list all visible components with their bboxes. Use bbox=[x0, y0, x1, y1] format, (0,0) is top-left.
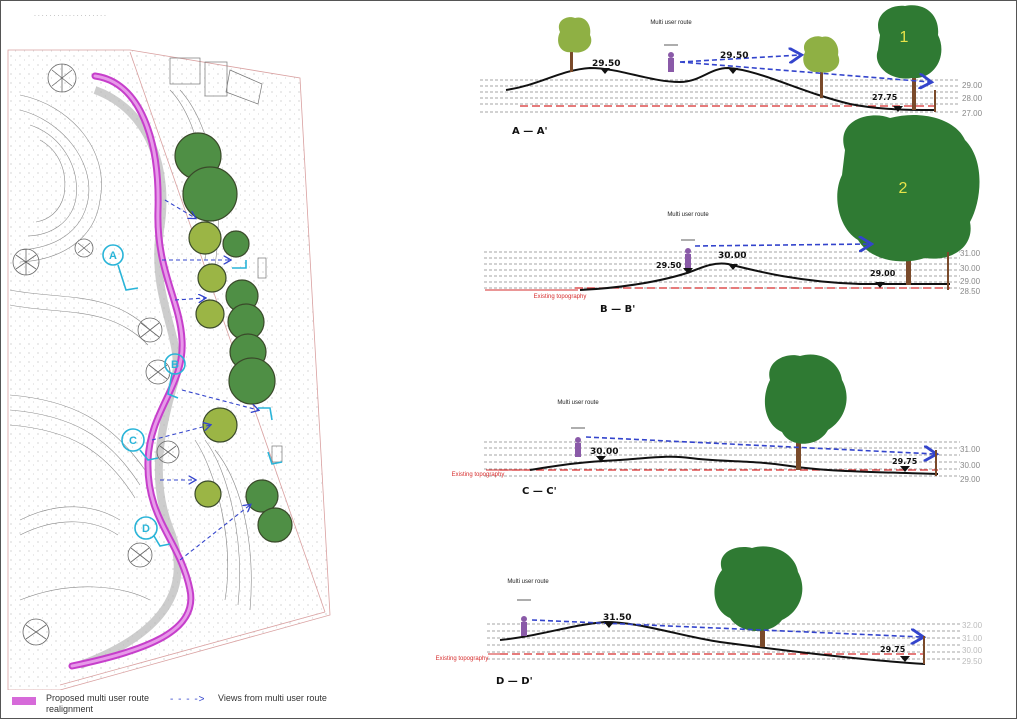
section-c-level-3: 29.00 bbox=[960, 475, 981, 484]
section-b-spot-3: 29.00 bbox=[870, 269, 896, 278]
section-c bbox=[484, 354, 960, 477]
section-d bbox=[487, 546, 960, 665]
marker-c: C bbox=[129, 435, 137, 447]
section-a-spot-2: 29.50 bbox=[720, 51, 748, 61]
site-plan-map: . . . . . . . . . . . . . . . . . . . bbox=[7, 11, 331, 690]
legend-arrow-icon: - - - -> bbox=[170, 694, 206, 705]
section-b-spot-1: 29.50 bbox=[656, 261, 682, 270]
section-b-topo-label: Existing topography bbox=[534, 294, 587, 300]
section-a-level-1: 29.00 bbox=[962, 81, 983, 90]
section-c-route-label: Multi user route bbox=[557, 400, 599, 406]
section-d-level-2: 31.00 bbox=[962, 634, 983, 643]
route-swatch bbox=[12, 697, 36, 705]
view-arrows bbox=[151, 199, 258, 561]
section-markers bbox=[102, 244, 283, 547]
section-b-route-label: Multi user route bbox=[667, 212, 709, 218]
section-a-level-2: 28.00 bbox=[962, 94, 983, 103]
section-d-spot-1: 31.50 bbox=[603, 613, 631, 623]
section-b-level-4: 28.50 bbox=[960, 287, 981, 296]
section-b bbox=[484, 114, 980, 291]
legend-route-label: Proposed multi user route realignment bbox=[46, 693, 150, 714]
section-d-topo-label: Existing topography bbox=[436, 656, 489, 662]
marker-a: A bbox=[109, 250, 117, 262]
section-b-level-2: 30.00 bbox=[960, 264, 981, 273]
section-d-route-label: Multi user route bbox=[507, 579, 549, 585]
section-b-tree-number: 2 bbox=[899, 180, 908, 197]
section-c-spot-2: 29.75 bbox=[892, 457, 918, 466]
section-d-level-1: 32.00 bbox=[962, 621, 983, 630]
section-a bbox=[480, 5, 960, 113]
section-b-level-3: 29.00 bbox=[960, 277, 981, 286]
section-marker-labels: A B C D bbox=[109, 250, 179, 535]
section-a-spot-3: 27.75 bbox=[872, 93, 898, 102]
section-d-spot-2: 29.75 bbox=[880, 645, 906, 654]
section-d-caption: D — D' bbox=[496, 676, 533, 687]
section-b-caption: B — B' bbox=[600, 304, 635, 315]
cross-sections: 1 Multi user route 29.50 29.50 27.75 29.… bbox=[436, 5, 983, 687]
section-c-topo-label: Existing topography bbox=[452, 472, 505, 478]
building-outlines bbox=[169, 57, 283, 463]
section-a-tree-number: 1 bbox=[900, 29, 909, 46]
plan-header-text: . . . . . . . . . . . . . . . . . . . bbox=[34, 11, 106, 18]
marker-b: B bbox=[171, 359, 179, 371]
existing-trees bbox=[12, 63, 180, 646]
section-a-spot-1: 29.50 bbox=[592, 59, 620, 69]
section-a-caption: A — A' bbox=[512, 126, 548, 137]
section-c-spot-1: 30.00 bbox=[590, 447, 618, 457]
section-c-level-2: 30.00 bbox=[960, 461, 981, 470]
section-b-level-1: 31.00 bbox=[960, 249, 981, 258]
section-a-route-label: Multi user route bbox=[650, 20, 692, 26]
section-a-level-3: 27.00 bbox=[962, 109, 983, 118]
site-area bbox=[7, 49, 331, 690]
section-b-spot-2: 30.00 bbox=[718, 251, 746, 261]
proposed-trees bbox=[174, 132, 293, 543]
legend: Proposed multi user route realignment - … bbox=[10, 692, 410, 718]
marker-d: D bbox=[142, 523, 150, 535]
section-c-level-1: 31.00 bbox=[960, 445, 981, 454]
section-d-level-3: 30.00 bbox=[962, 646, 983, 655]
legend-views-label: Views from multi user route bbox=[218, 693, 327, 703]
section-c-caption: C — C' bbox=[522, 486, 557, 497]
section-d-level-4: 29.50 bbox=[962, 657, 983, 666]
